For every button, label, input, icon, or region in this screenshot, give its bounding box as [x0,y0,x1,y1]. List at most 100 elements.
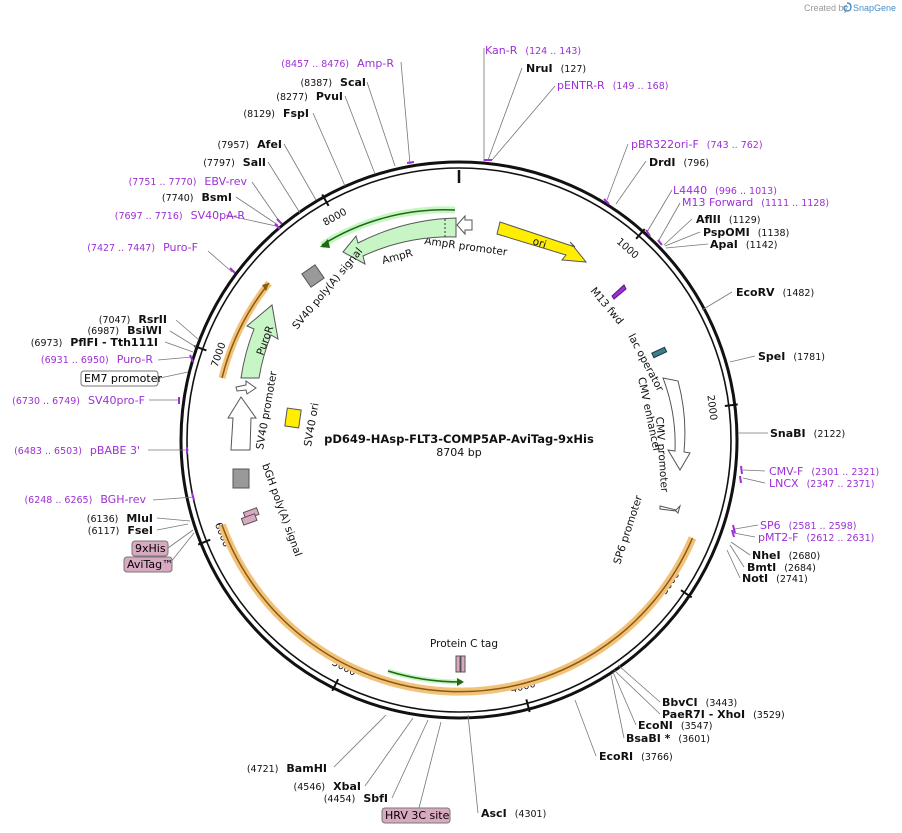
site-position: (4301) [515,809,547,820]
site-position: (7427 .. 7447) [87,243,155,254]
tick-mark-6000 [197,538,211,546]
site-position: (6248 .. 6265) [24,495,92,506]
site-label-nhei: NheI(2680) [752,549,820,562]
site-name: LNCX [769,477,799,490]
site-position: (124 .. 143) [525,46,581,57]
site-position: (743 .. 762) [707,140,763,151]
site-label-pbr322ori-f: pBR322ori-F(743 .. 762) [631,138,763,151]
sv40-polya-feature: SV40 poly(A) signal [290,246,365,332]
site-label-pentr-r: pENTR-R(149 .. 168) [557,79,668,92]
site-name: ApaI [710,238,738,251]
site-name: SbfI [363,792,388,805]
site-position: (6483 .. 6503) [14,446,82,457]
site-position: (8277) [276,92,308,103]
site-label-noti: NotI(2741) [742,572,808,585]
site-label-fspi: (8129) FspI [243,107,309,120]
site-name: FspI [283,107,309,120]
site-label-sbfi: (4454)SbfI [324,792,388,805]
site-label-snabi: SnaBI(2122) [770,427,845,440]
tick-label-1000: 1000 [614,236,640,261]
site-name: BsmI [202,191,233,204]
site-position: (7751 .. 7770) [129,177,197,188]
site-label-sali: (7797)SalI [203,156,266,169]
site-position: (2347 .. 2371) [807,479,875,490]
plasmid-length: 8704 bp [436,446,481,459]
tick-mark-2000 [724,403,738,408]
site-name: L4440 [673,184,707,197]
site-label-bsabi-: BsaBI *(3601) [626,732,710,745]
site-label-ecori: EcoRI(3766) [599,750,673,763]
site-name: EcoNI [638,719,673,732]
site-position: (2741) [776,574,808,585]
site-label-afei: (7957)AfeI [218,138,282,151]
boxed-label-em7: EM7 promoter [80,370,162,387]
site-name: BsaBI * [626,732,671,745]
site-name: Amp-R [357,57,394,70]
leader-lines-right [467,48,768,814]
site-label-aflii: AflII(1129) [696,213,760,226]
sp6-promoter-label: SP6 promoter [611,493,645,566]
site-position: (1138) [758,228,790,239]
site-position: (1482) [783,288,815,299]
ampr-label: AmpR [381,247,414,267]
site-name: EcoRV [736,286,775,299]
tick-mark-8000 [321,194,330,207]
site-position: (8129) [243,109,275,120]
site-name: PaeR7I - XhoI [662,708,745,721]
site-name: EcoRI [599,750,633,763]
site-name: FseI [127,524,153,537]
site-label-puro-r: (6931 .. 6950)Puro-R [41,353,153,366]
site-label-ebv-rev: (7751 .. 7770)EBV-rev [129,175,248,188]
site-name: SV40pro-F [88,394,145,407]
site-position: (996 .. 1013) [715,186,777,197]
em7-promoter-feature [235,380,257,395]
site-position: (6730 .. 6749) [12,396,80,407]
site-position: (796) [684,158,710,169]
ori-label: ori [531,235,548,251]
site-label-bsiwi: (6987) BsiWI [87,324,162,337]
site-name: PspOMI [703,226,750,239]
leader-lines-left [148,61,442,813]
snapgene-logo-icon [843,2,852,12]
plasmid-name: pD649-HAsp-FLT3-COMP5AP-AviTag-9xHis [324,432,594,446]
site-label-paer7i-xhoi: PaeR7I - XhoI(3529) [662,708,785,721]
primer-markers [178,159,743,538]
orf-band-bottom [387,668,464,686]
site-position: (7957) [218,140,250,151]
site-label-kan-r: Kan-R(124 .. 143) [485,44,581,57]
site-label-pvui: (8277)PvuI [276,90,343,103]
ori-feature: ori [496,221,588,263]
bgh-polya-feature: bGH poly(A) signal [232,462,304,558]
credit-brand: SnapGene [853,3,896,13]
site-position: (8457 .. 8476) [281,59,349,70]
site-label-l4440: L4440 (996 .. 1013) [673,184,777,197]
site-label-spei: SpeI(1781) [758,350,825,363]
tick-mark-5000 [331,678,340,692]
site-name: SV40pA-R [191,209,246,222]
site-position: (127) [561,64,587,75]
site-position: (6117) [88,526,120,537]
site-position: (2581 .. 2598) [789,521,857,532]
his-avitag-features [240,507,260,526]
site-position: (6973) [31,338,63,349]
site-label-bgh-rev: (6248 .. 6265)BGH-rev [24,493,146,506]
site-label-lncx: LNCX (2347 .. 2371) [769,477,874,490]
site-name: BsiWI [127,324,162,337]
site-position: (1781) [793,352,825,363]
site-name: AflII [696,213,721,226]
tick-mark-3000 [680,589,693,599]
site-position: (2301 .. 2321) [811,467,879,478]
site-position: (2684) [784,563,816,574]
site-position: (4546) [294,782,326,793]
site-label-cmv-f: CMV-F(2301 .. 2321) [769,465,879,478]
site-label-asci: AscI(4301) [481,807,546,820]
orf-band-main [218,523,697,696]
site-name: MluI [126,512,153,525]
site-label-pbabe-3-: (6483 .. 6503)pBABE 3' [14,444,140,457]
sv40-promoter-feature: SV40 promoter [227,370,280,451]
site-position: (3443) [706,698,738,709]
site-position: (6987) [87,326,119,337]
site-label-fsei: (6117) FseI [88,524,153,537]
